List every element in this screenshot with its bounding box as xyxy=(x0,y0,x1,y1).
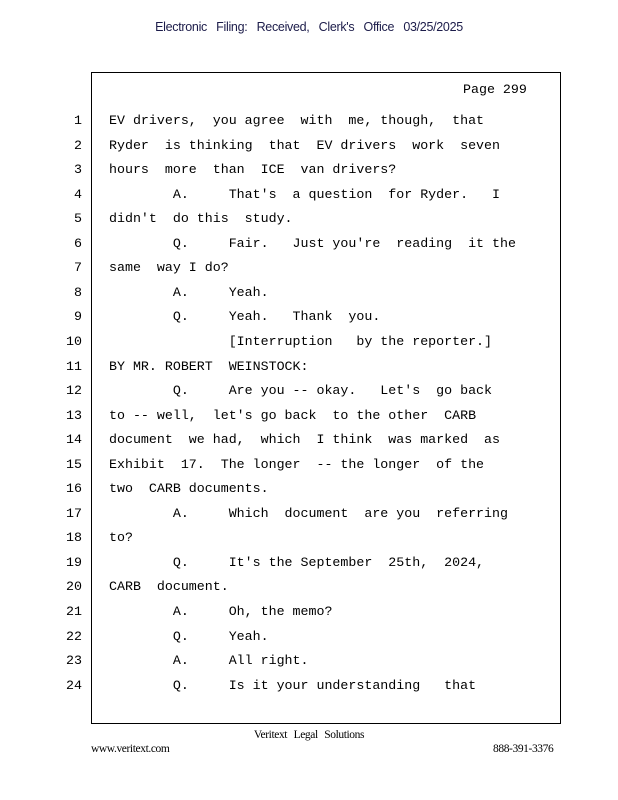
line-number: 4 xyxy=(74,186,82,202)
transcript-line: didn't do this study. xyxy=(109,211,293,227)
transcript-line: Q. Are you -- okay. Let's go back xyxy=(109,383,493,399)
footer-phone: 888-391-3376 xyxy=(493,743,554,755)
transcript-page-frame xyxy=(91,72,561,724)
transcript-line: Exhibit 17. The longer -- the longer of … xyxy=(109,456,485,472)
filing-stamp: Electronic Filing: Received, Clerk's Off… xyxy=(155,20,463,34)
transcript-line: Ryder is thinking that EV drivers work s… xyxy=(109,137,500,153)
transcript-line: A. Yeah. xyxy=(109,284,269,300)
line-number: 7 xyxy=(74,260,82,276)
line-number: 2 xyxy=(74,137,82,153)
transcript-line: A. Which document are you referring xyxy=(109,505,508,521)
line-number: 24 xyxy=(66,677,82,693)
line-number: 13 xyxy=(66,407,82,423)
line-number: 15 xyxy=(66,456,82,472)
line-number: 1 xyxy=(74,113,82,128)
line-number: 12 xyxy=(66,383,82,399)
transcript-line: A. That's a question for Ryder. I xyxy=(109,186,500,202)
transcript-line: EV drivers, you agree with me, though, t… xyxy=(109,113,485,128)
line-number: 10 xyxy=(66,333,82,349)
transcript-line: to? xyxy=(109,530,133,546)
line-number: 11 xyxy=(66,358,82,374)
transcript-line: Q. Is it your understanding that xyxy=(109,677,477,693)
line-number: 16 xyxy=(66,481,82,497)
line-number: 6 xyxy=(74,235,82,251)
line-number: 3 xyxy=(74,162,82,178)
line-number: 19 xyxy=(66,554,82,570)
transcript-line: document we had, which I think was marke… xyxy=(109,432,500,448)
line-number: 18 xyxy=(66,530,82,546)
line-number: 5 xyxy=(74,211,82,227)
transcript-line: two CARB documents. xyxy=(109,481,269,497)
footer-website: www.veritext.com xyxy=(91,743,170,755)
footer-company: Veritext Legal Solutions xyxy=(253,729,365,741)
transcript-line: A. Oh, the memo? xyxy=(109,604,333,619)
line-number: 9 xyxy=(74,309,82,325)
line-number: 17 xyxy=(66,505,82,521)
page-number: Page 299 xyxy=(463,82,527,97)
transcript-line: [Interruption by the reporter.] xyxy=(109,333,493,349)
line-number: 20 xyxy=(66,579,82,595)
line-number: 23 xyxy=(66,653,82,669)
line-number: 21 xyxy=(66,604,82,619)
line-number: 22 xyxy=(66,628,82,644)
line-number: 8 xyxy=(74,284,82,300)
transcript-line: Q. Yeah. Thank you. xyxy=(109,309,381,325)
transcript-line: Q. Fair. Just you're reading it the xyxy=(109,235,516,251)
transcript-line: same way I do? xyxy=(109,260,229,276)
transcript-line: hours more than ICE van drivers? xyxy=(109,162,397,178)
transcript-line: Q. Yeah. xyxy=(109,628,269,644)
transcript-line: CARB document. xyxy=(109,579,229,595)
line-number: 14 xyxy=(66,432,82,448)
transcript-line: to -- well, let's go back to the other C… xyxy=(109,407,477,423)
transcript-line: Q. It's the September 25th, 2024, xyxy=(109,554,485,570)
transcript-line: A. All right. xyxy=(109,653,309,669)
transcript-line: BY MR. ROBERT WEINSTOCK: xyxy=(109,358,309,374)
